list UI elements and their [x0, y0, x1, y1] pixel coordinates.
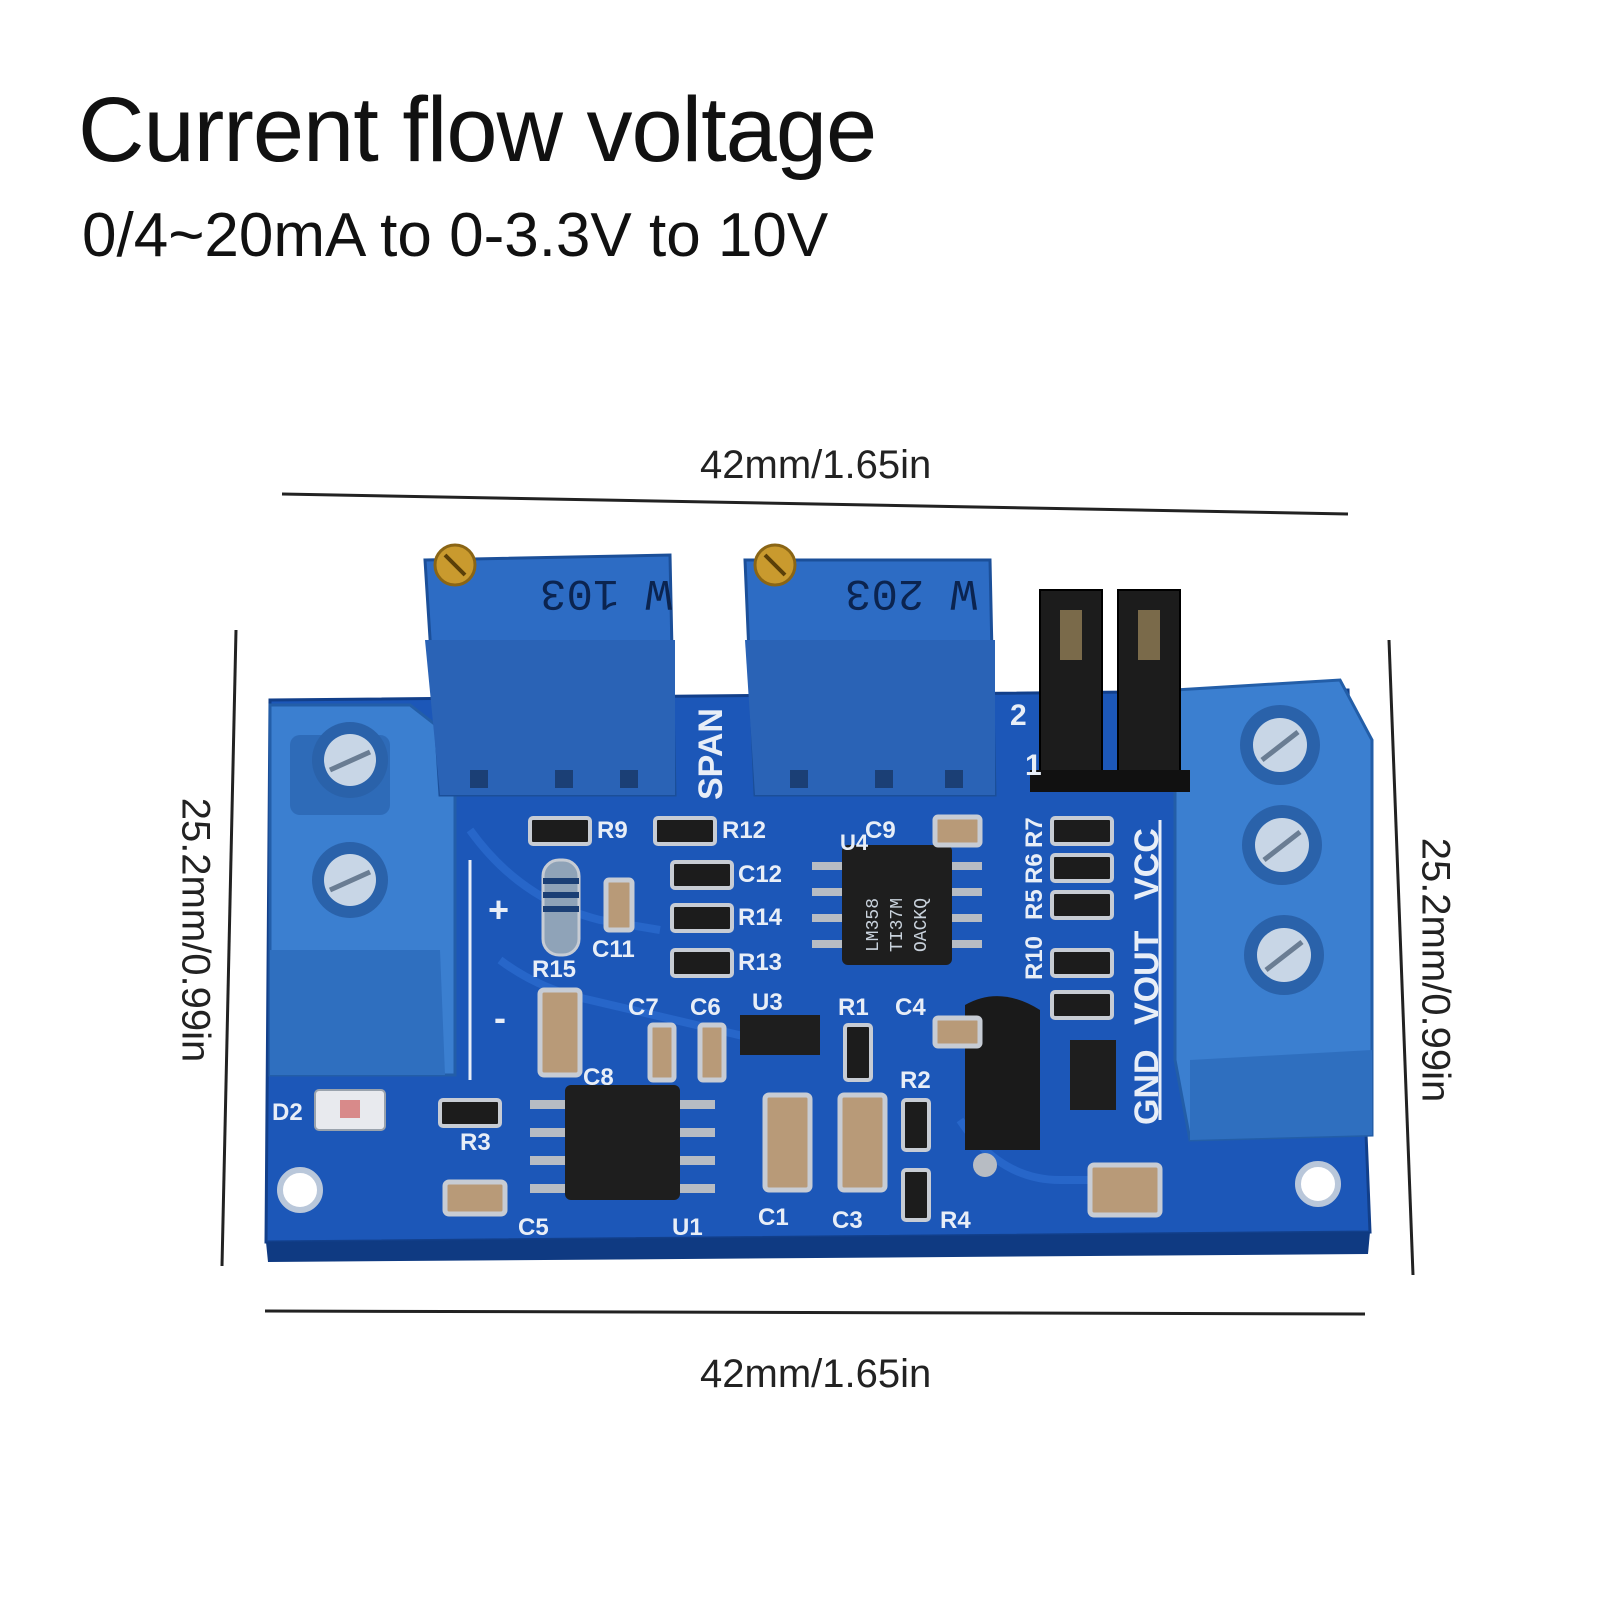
label-c9: C9	[865, 817, 896, 844]
dimension-top-label: 42mm/1.65in	[700, 443, 932, 487]
label-r3: R3	[460, 1129, 491, 1156]
label-r6: R6	[1021, 853, 1048, 884]
label-c11: C11	[592, 936, 635, 963]
u3-chip	[740, 1015, 820, 1055]
u4-op-amp-chip: LM358 TI37M OACKQ	[812, 845, 982, 965]
label-u4: U4	[840, 830, 869, 855]
smd-resistors	[438, 816, 1114, 1222]
label-u3: U3	[752, 989, 783, 1016]
u4-chip-marking-line3: OACKQ	[912, 898, 932, 952]
label-r12: R12	[722, 817, 766, 844]
dimension-bottom-label: 42mm/1.65in	[700, 1352, 932, 1396]
label-r5: R5	[1021, 889, 1048, 920]
label-c3: C3	[832, 1207, 863, 1234]
silkscreen-labels: R9 R12 C9 U4 R7 R6 R5 R10 C12 R14 R13 C1…	[272, 817, 1166, 1241]
label-r9: R9	[597, 817, 628, 844]
mounting-hole	[1295, 1161, 1341, 1207]
jumper-pin2-label: 2	[1010, 699, 1027, 732]
dimension-rule-top	[281, 492, 1349, 516]
ceramic-capacitors	[442, 814, 1163, 1218]
led-d2	[314, 1089, 386, 1131]
voltage-regulator	[965, 996, 1040, 1177]
diode	[1070, 1040, 1116, 1110]
jumper-pin1-label: 1	[1025, 749, 1042, 782]
label-c5: C5	[518, 1214, 549, 1241]
label-c1: C1	[758, 1204, 789, 1231]
mounting-hole	[277, 1167, 323, 1213]
input-terminal-block	[268, 703, 457, 1077]
label-r2: R2	[900, 1067, 931, 1094]
label-u1: U1	[672, 1214, 703, 1241]
label-c4: C4	[895, 994, 926, 1021]
dimension-rule-left	[220, 629, 238, 1267]
label-d2: D2	[272, 1099, 303, 1126]
output-terminal-block	[1173, 678, 1374, 1142]
label-r1: R1	[838, 994, 869, 1021]
label-r15: R15	[532, 956, 576, 983]
pot1-label: W 103	[540, 567, 672, 617]
page-subtitle: 0/4~20mA to 0-3.3V to 10V	[82, 201, 829, 270]
label-vcc: VCC	[1128, 828, 1166, 900]
label-c7: C7	[628, 994, 659, 1021]
label-r7: R7	[1021, 817, 1048, 848]
label-plus: +	[488, 889, 509, 930]
pot2-label: W 203	[845, 567, 977, 617]
dimension-rule-right	[1387, 639, 1415, 1276]
label-r10: R10	[1021, 936, 1048, 980]
span-potentiometer: W 203	[743, 543, 997, 797]
label-r13: R13	[738, 949, 782, 976]
label-r14: R14	[738, 904, 783, 931]
label-gnd: GND	[1128, 1049, 1166, 1125]
page-title: Current flow voltage	[78, 79, 877, 181]
label-minus: -	[494, 997, 506, 1038]
dimension-rule-bottom	[264, 1309, 1366, 1316]
label-c12: C12	[738, 861, 782, 888]
r15-resistor	[541, 858, 581, 957]
zero-potentiometer: W 103	[423, 543, 677, 797]
label-c8: C8	[583, 1064, 614, 1091]
mode-jumpers: 2 1	[1010, 589, 1190, 792]
u1-chip	[530, 1085, 715, 1200]
label-c6: C6	[690, 994, 721, 1021]
label-r4: R4	[940, 1207, 971, 1234]
span-label: SPAN	[692, 708, 730, 800]
u4-chip-marking-line2: TI37M	[888, 898, 908, 952]
u4-chip-marking: LM358	[864, 898, 884, 952]
label-vout: VOUT	[1128, 930, 1166, 1025]
